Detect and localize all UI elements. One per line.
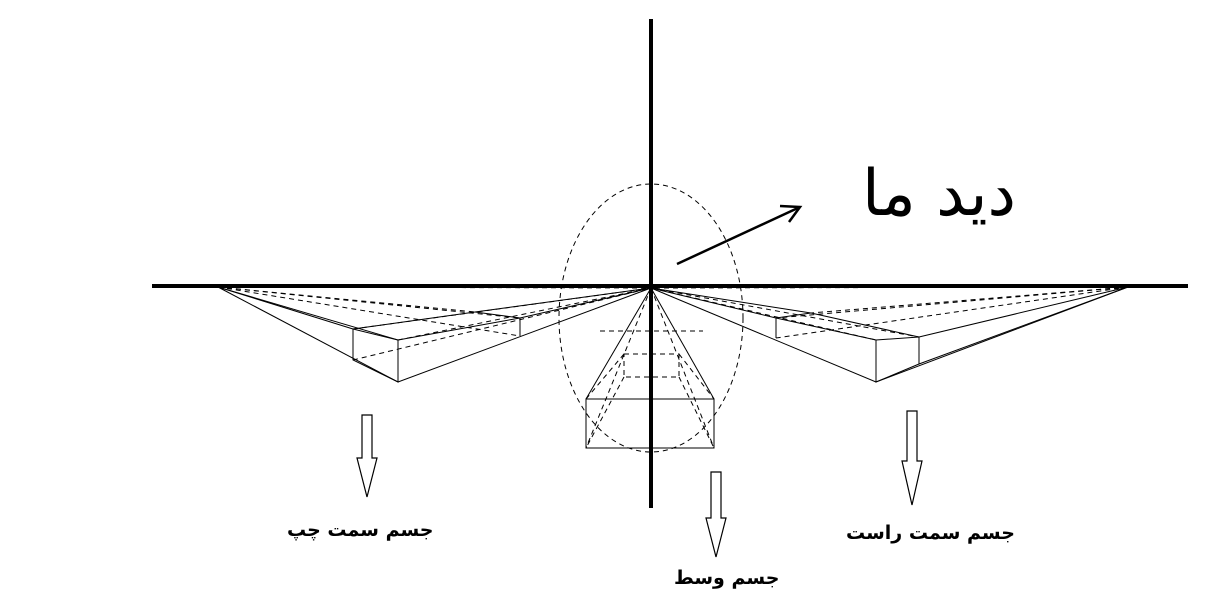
middle-down-arrow <box>705 471 727 558</box>
right-down-arrow <box>901 410 923 506</box>
middle-object-label: جسم وسط <box>674 567 780 589</box>
cone-of-vision-ellipse <box>558 183 744 453</box>
left-object-label: جسم سمت چپ <box>287 519 434 541</box>
middle-box-front-face <box>585 398 715 449</box>
middle-object <box>585 287 715 449</box>
left-down-arrow <box>356 414 378 498</box>
left-object <box>217 286 652 383</box>
view-title: دید ما <box>862 157 1017 231</box>
left-box-front-face <box>352 328 399 383</box>
right-box-front-face <box>875 336 920 383</box>
right-object <box>650 286 1129 383</box>
right-object-label: جسم سمت راست <box>846 522 1015 544</box>
view-direction-arrow <box>676 204 803 266</box>
